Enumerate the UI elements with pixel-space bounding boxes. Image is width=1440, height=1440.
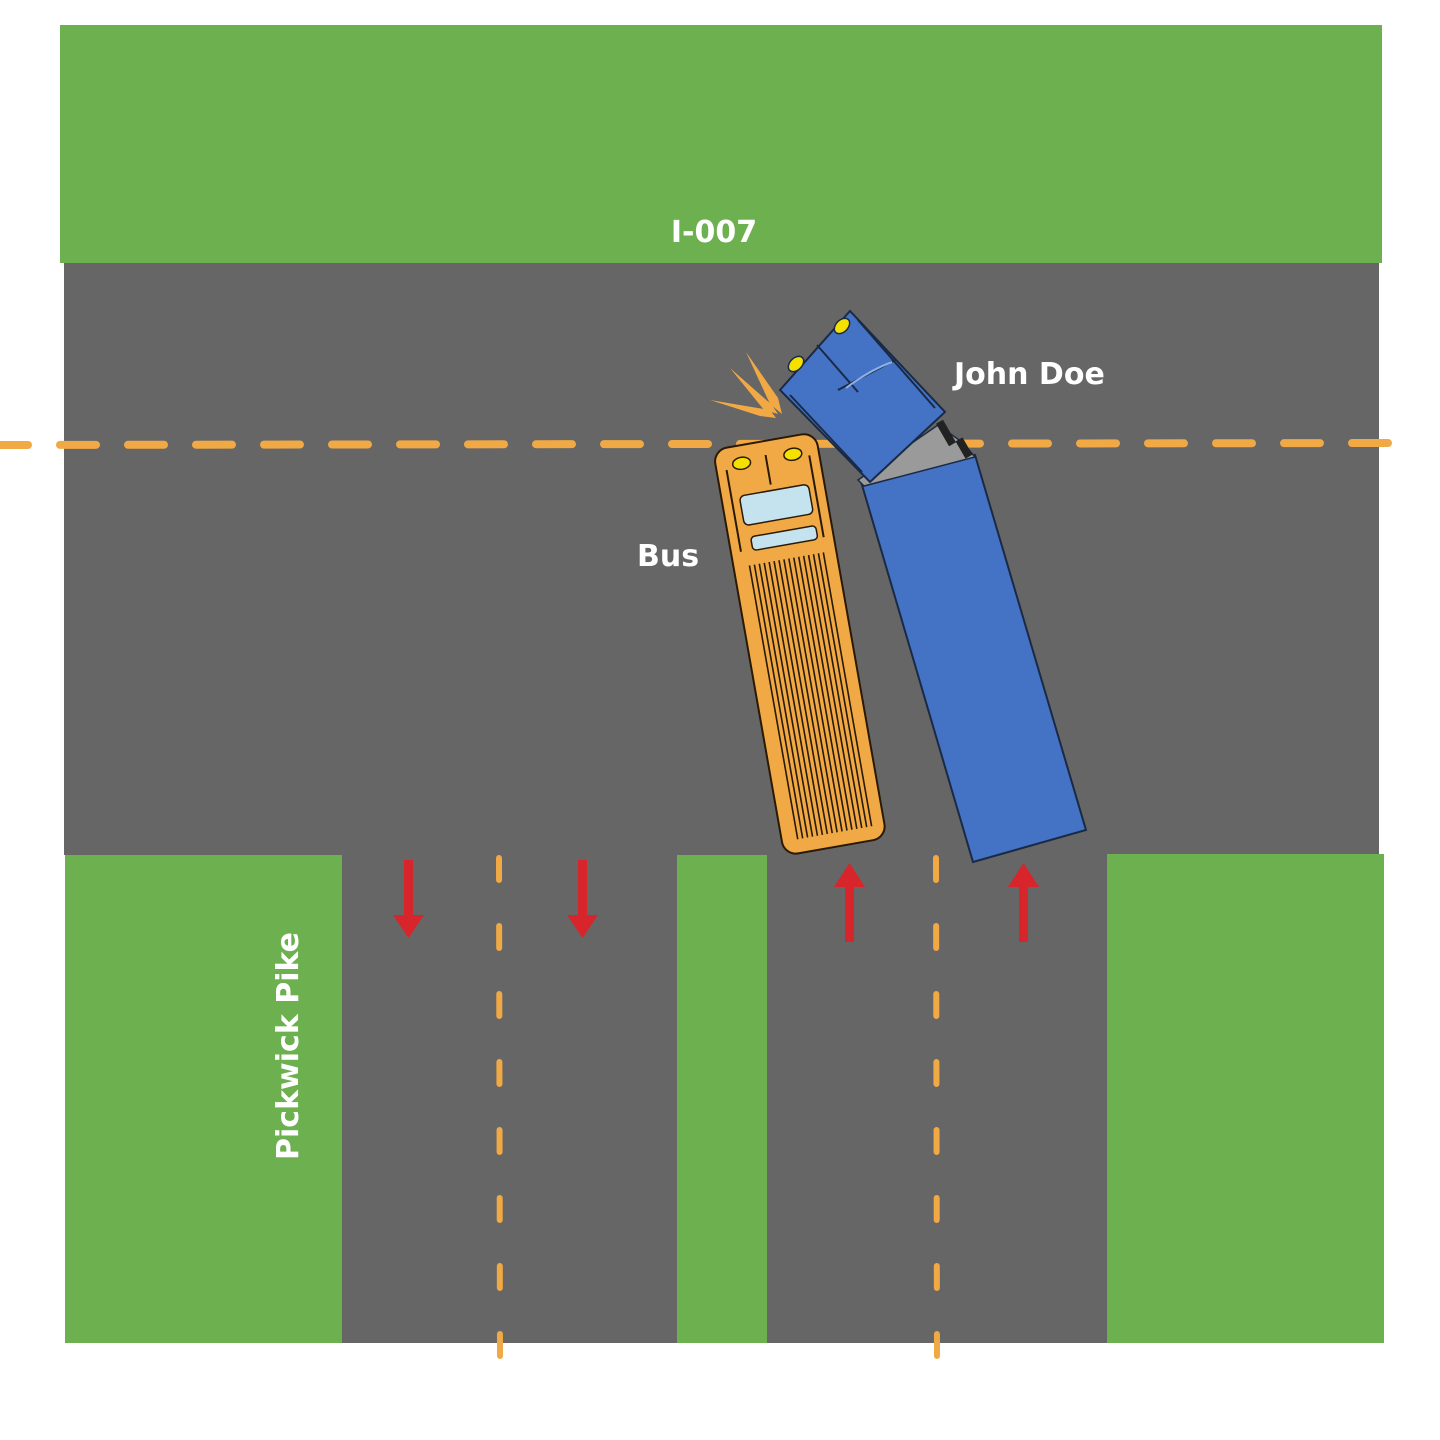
grass-block-left <box>65 855 342 1343</box>
grass-median <box>677 855 767 1343</box>
highway-center-line <box>0 439 1396 449</box>
northbound-lane-divider <box>933 855 940 1361</box>
highway-label: I-007 <box>671 215 757 250</box>
pickwick-pike-southbound <box>342 850 678 1343</box>
side-road-label: Pickwick Pike <box>271 932 306 1160</box>
arrow-down-icon <box>567 860 598 938</box>
collision-burst-icon <box>710 352 782 418</box>
top-grass <box>60 25 1382 263</box>
arrow-up-icon <box>834 863 865 942</box>
highway-road <box>64 263 1379 855</box>
truck-cab <box>778 309 947 484</box>
bus <box>714 433 886 855</box>
truck-label: John Doe <box>952 357 1105 392</box>
truck-hitch <box>936 419 956 447</box>
truck-hitch <box>955 437 973 459</box>
arrow-up-icon <box>1008 863 1039 942</box>
arrow-down-icon <box>393 860 424 938</box>
southbound-lane-divider <box>496 855 503 1361</box>
grass-block-right <box>1107 854 1384 1343</box>
bus-label: Bus <box>637 539 699 574</box>
